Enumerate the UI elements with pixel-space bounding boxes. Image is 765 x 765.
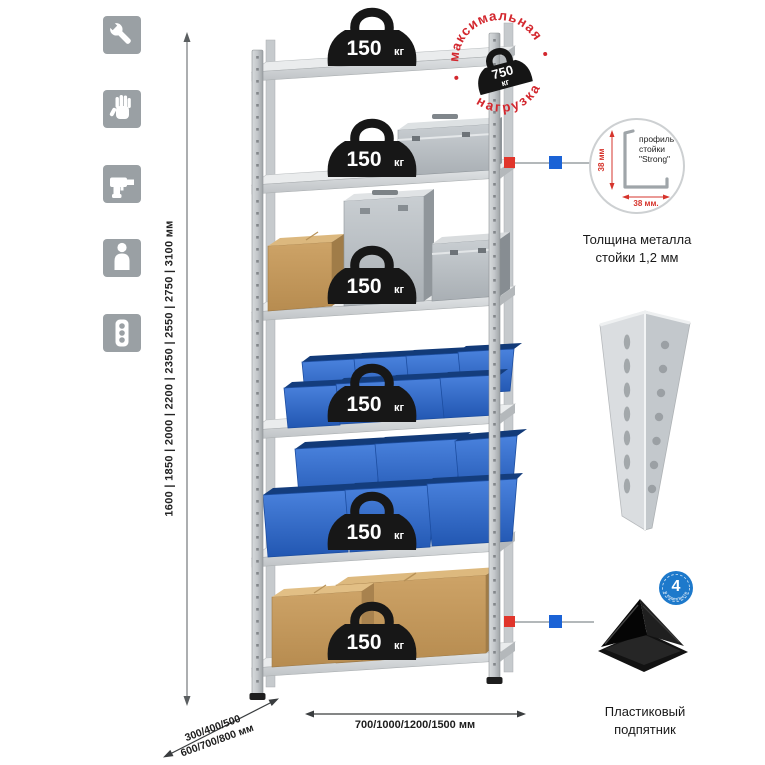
- depth-dimension-line: [163, 698, 279, 758]
- shelf-front-posts: [249, 32, 503, 700]
- person-icon: [103, 239, 141, 277]
- svg-text:150: 150: [346, 521, 381, 544]
- width-dimension-line: [305, 710, 526, 718]
- profile-dim-vertical: 38 мм: [597, 148, 606, 171]
- svg-text:150: 150: [346, 631, 381, 654]
- svg-text:150: 150: [346, 275, 381, 298]
- callout-marker-red: [504, 157, 515, 168]
- foot-caption-line1: Пластиковый: [604, 704, 686, 719]
- profile-callout: 38 мм 38 мм. профиль стойки "Strong": [589, 118, 685, 214]
- load-value-label: 150: [346, 37, 381, 60]
- drill-icon: [103, 165, 141, 203]
- plastic-foot-graphic: [598, 599, 688, 672]
- svg-text:150: 150: [346, 148, 381, 171]
- load-weight-150: 150 кг: [327, 491, 417, 550]
- profile-label-line2: стойки: [639, 144, 665, 154]
- svg-text:150: 150: [346, 393, 381, 416]
- width-dimension-label: 700/1000/1200/1500 мм: [354, 719, 476, 731]
- height-dimension-line: [183, 32, 191, 706]
- load-weight-150: 150 кг: [327, 7, 417, 66]
- foot-caption: Пластиковый подпятник: [572, 703, 718, 739]
- callout-marker-red: [504, 616, 515, 627]
- load-weight-150: 150 кг: [327, 245, 417, 304]
- foot-caption-line2: подпятник: [614, 722, 676, 738]
- callout-marker-blue: [549, 615, 562, 628]
- badge-value-label: 4: [672, 578, 681, 595]
- load-weight-150: 150 кг: [327, 363, 417, 422]
- power-strip-icon: [103, 314, 141, 352]
- upright-profile-graphic: [599, 310, 691, 531]
- load-weight-150: 150 кг: [327, 118, 417, 177]
- stamp-unit-label: кг: [500, 76, 511, 88]
- svg-text:кг: кг: [394, 157, 405, 169]
- svg-text:кг: кг: [394, 402, 405, 414]
- profile-label-line3: "Strong": [639, 154, 670, 164]
- svg-text:кг: кг: [394, 530, 405, 542]
- load-weight-150: 150 кг: [327, 601, 417, 660]
- svg-text:кг: кг: [394, 284, 405, 296]
- profile-caption-line2: стойки 1,2 мм: [595, 250, 679, 266]
- profile-section-drawing: [623, 129, 669, 189]
- profile-caption: Толщина металла стойки 1,2 мм: [558, 231, 716, 267]
- stamp-value-label: 750: [490, 62, 515, 82]
- callout-connectors: [504, 156, 594, 628]
- quantity-badge: 4 в комплекте: [659, 571, 693, 605]
- gloves-icon: [103, 90, 141, 128]
- wrench-icon: [103, 16, 141, 54]
- height-dimension-label: 1600 | 1850 | 2000 | 2200 | 2350 | 2550 …: [163, 220, 176, 517]
- profile-dim-horizontal: 38 мм.: [633, 199, 658, 208]
- profile-caption-line1: Толщина металла: [582, 232, 692, 247]
- profile-label-line1: профиль: [639, 134, 675, 144]
- load-unit-label: кг: [394, 46, 405, 58]
- svg-text:кг: кг: [394, 640, 405, 652]
- callout-marker-blue: [549, 156, 562, 169]
